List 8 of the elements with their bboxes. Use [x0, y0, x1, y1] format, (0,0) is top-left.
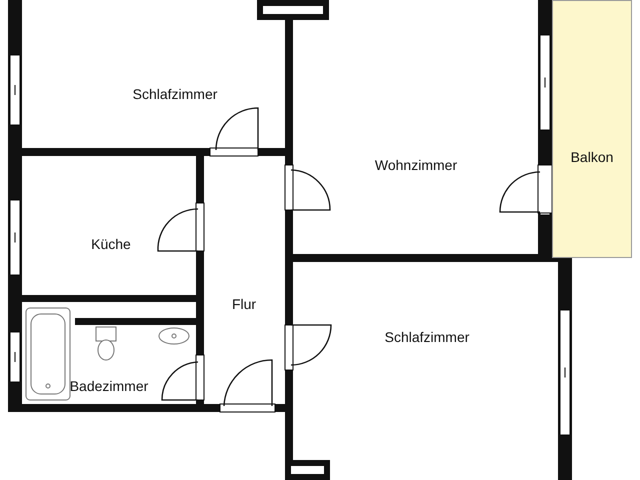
room-label: Balkon [570, 149, 614, 165]
room-label: Küche [91, 236, 131, 252]
room-label: Schlafzimmer [384, 329, 470, 345]
room-label: Flur [232, 296, 256, 312]
balcony-area [552, 0, 632, 258]
room-label: Schlafzimmer [132, 86, 218, 102]
room-label: Wohnzimmer [374, 157, 458, 173]
room-label: Badezimmer [70, 378, 148, 394]
